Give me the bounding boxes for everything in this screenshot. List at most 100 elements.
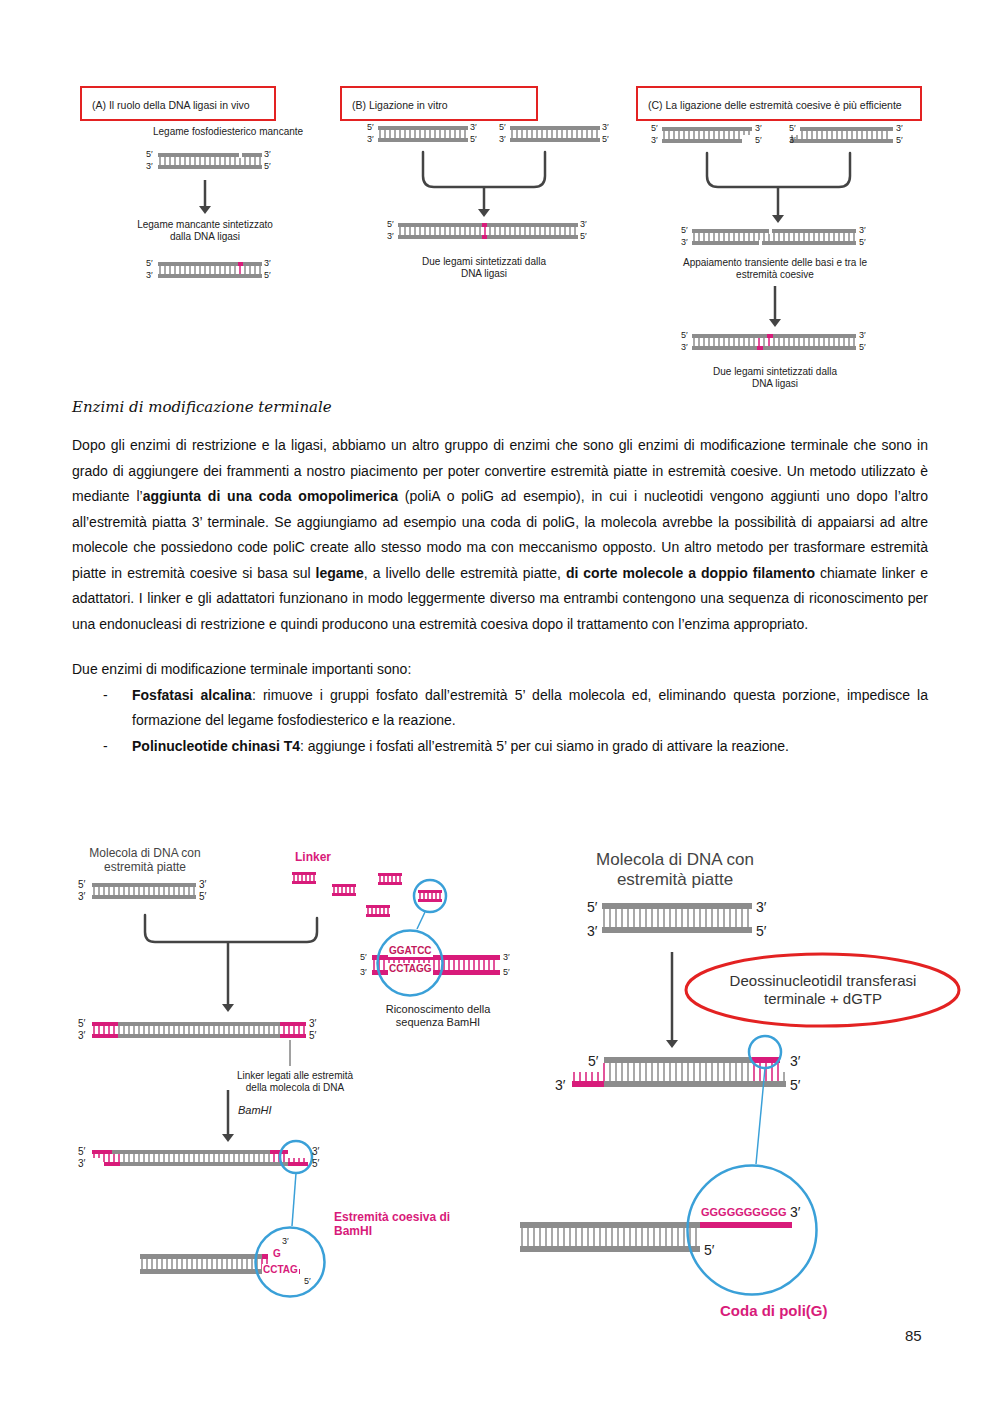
magenta-segment: [288, 1162, 308, 1166]
base-pair: [641, 1228, 643, 1246]
base-pair: [193, 1154, 195, 1162]
base-pair: [158, 1026, 160, 1034]
paragraph: Due enzimi di modificazione terminale im…: [72, 657, 928, 683]
base-pair: [843, 233, 845, 241]
base-pair: [639, 909, 641, 927]
paragraph-text: legame: [316, 565, 364, 581]
strand-end-label: 5′: [651, 123, 658, 134]
base-pair: [559, 227, 561, 235]
magenta-segment: [366, 914, 390, 917]
base-pair: [161, 1259, 163, 1269]
base-pair: [244, 266, 246, 274]
base-pair: [141, 1259, 143, 1269]
base-pair: [188, 1154, 190, 1162]
base-pair: [238, 1026, 240, 1034]
strand-end-label: 5′: [602, 134, 609, 145]
base-pair: [435, 893, 437, 899]
strand-end-label: 3′: [387, 231, 394, 242]
node-text: G: [272, 1248, 282, 1260]
strand-end-label: 3′: [78, 1030, 85, 1042]
base-pair: [241, 1259, 243, 1269]
base-pair: [113, 1026, 115, 1034]
bracket: [423, 152, 545, 187]
enzyme-ellipse: Deossinucleotidil transferasi terminale …: [684, 952, 961, 1028]
dna-strand: [510, 138, 600, 142]
paragraph-text: Due enzimi di modificazione terminale im…: [72, 661, 411, 677]
strand-end-label: 3′: [199, 879, 206, 891]
magenta-segment: [418, 899, 442, 902]
base-pair: [516, 130, 518, 138]
zoom-circle: GGGGGGGGGG3′5′: [686, 1164, 818, 1296]
base-pair: [138, 1026, 140, 1034]
base-pair: [741, 909, 743, 927]
zoom-circle: [749, 1036, 781, 1068]
base-pair: [669, 909, 671, 927]
base-pair: [534, 227, 536, 235]
dna-strand: [790, 139, 893, 143]
text-label: Estremità coesiva di BamHI: [334, 1210, 454, 1239]
strand-end-label: 5′: [470, 134, 477, 145]
magenta-segment: [332, 884, 356, 887]
base-pair: [223, 1154, 225, 1162]
base-pair: [179, 266, 181, 274]
base-pair: [251, 1259, 253, 1269]
base-pair: [826, 131, 828, 139]
base-pair: [353, 887, 355, 893]
dna-strand: [92, 1034, 306, 1038]
strand-end-label: 3′: [470, 122, 477, 133]
base-pair: [169, 157, 171, 165]
strand-end-label: 3′: [146, 270, 153, 281]
base-pair: [236, 1259, 238, 1269]
base-pair: [133, 1154, 135, 1162]
dna-strand: [158, 153, 262, 157]
base-pair: [657, 909, 659, 927]
arrow-head: [199, 206, 211, 214]
base-pair: [639, 1063, 641, 1081]
base-pair: [828, 233, 830, 241]
base-pair: [213, 1026, 215, 1034]
base-pair: [546, 130, 548, 138]
base-pair: [833, 338, 835, 346]
node-text: (C) La ligazione delle estremità coesive…: [648, 99, 902, 112]
strand-end-label: 3′: [499, 134, 506, 145]
zoom-circle: [414, 880, 446, 912]
base-pair: [627, 1063, 629, 1081]
dna-strand: [378, 126, 468, 130]
base-pair: [596, 130, 598, 138]
base-pair: [708, 131, 710, 139]
arrow-head: [222, 1134, 234, 1142]
base-pair: [813, 233, 815, 241]
base-pair: [708, 233, 710, 241]
strand-end-label: 5′: [78, 1018, 85, 1030]
base-pair: [128, 887, 130, 895]
base-pair: [193, 887, 195, 895]
node-text: CCTAGG: [388, 963, 433, 975]
base-pair: [738, 233, 740, 241]
base-pair: [98, 1026, 100, 1034]
base-pair: [153, 887, 155, 895]
strand-end-label: 5′: [503, 967, 510, 978]
base-pair: [298, 1158, 300, 1162]
base-pair: [738, 131, 740, 139]
base-pair: [427, 893, 429, 899]
node-text: GGATCC: [388, 945, 433, 957]
figure-title-box: (C) La ligazione delle estremità coesive…: [636, 86, 922, 121]
base-pair: [663, 1063, 665, 1081]
magenta-segment: [238, 262, 243, 266]
strand-end-label: 5′: [360, 952, 367, 963]
base-pair: [563, 1228, 565, 1246]
strand-end-label: 5′: [264, 161, 271, 172]
base-pair: [468, 960, 470, 970]
base-pair: [593, 1228, 595, 1246]
base-pair: [765, 1063, 767, 1081]
base-pair: [687, 909, 689, 927]
base-pair: [711, 909, 713, 927]
base-pair: [259, 157, 261, 165]
strand-end-label: 5′: [199, 891, 206, 903]
base-pair: [521, 130, 523, 138]
base-pair: [803, 338, 805, 346]
base-pair: [539, 227, 541, 235]
base-pair: [464, 227, 466, 235]
base-pair: [219, 157, 221, 165]
strand-end-label: 5′: [681, 330, 688, 341]
